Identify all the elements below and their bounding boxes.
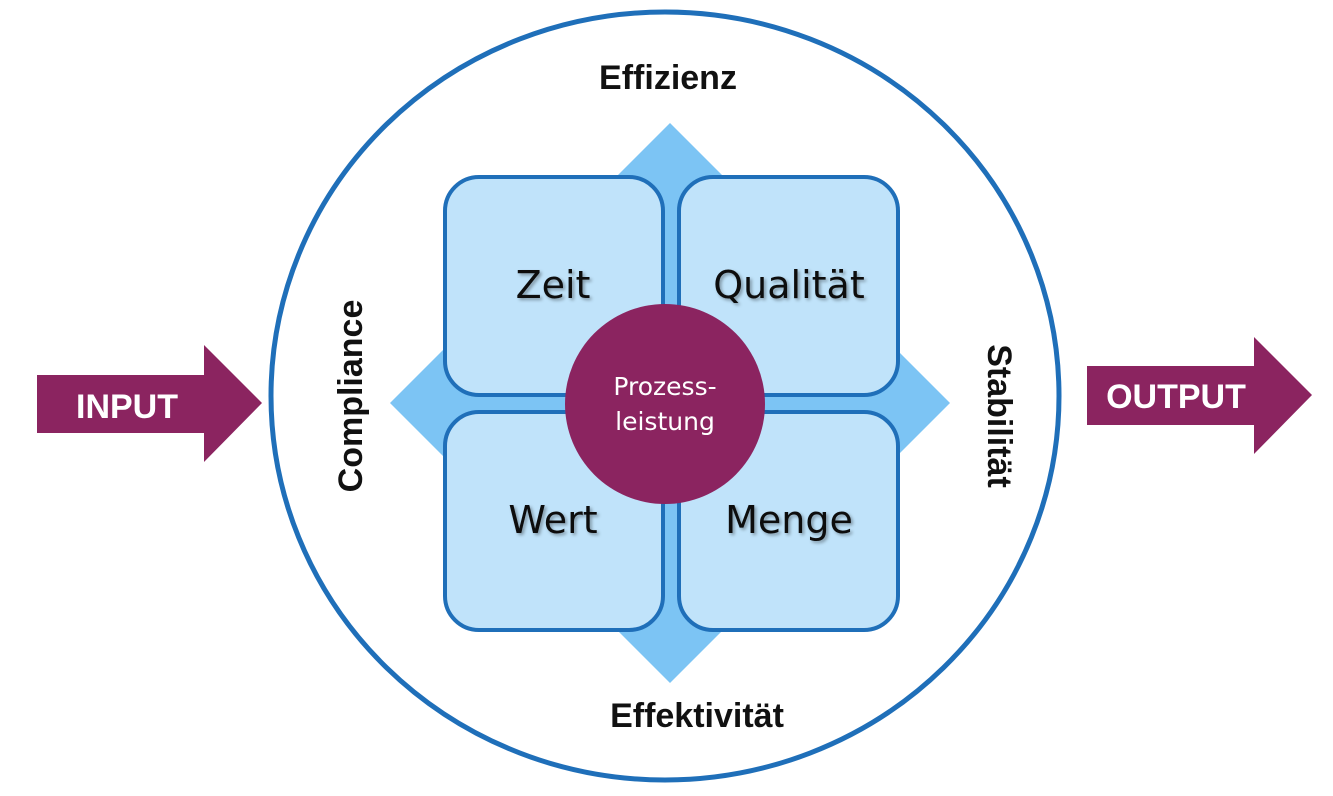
dimension-label-bottom: Effektivität: [610, 697, 784, 735]
input-arrow: INPUT: [37, 345, 262, 462]
dimension-label-top: Effizienz: [599, 59, 737, 97]
quadrant-label-menge: Menge: [725, 498, 853, 542]
center-circle: [565, 304, 765, 504]
output-arrow-shape: [1087, 337, 1312, 454]
dimension-label-right: Stabilität: [980, 344, 1018, 488]
quadrant-label-qualitaet: Qualität: [713, 263, 864, 307]
output-arrow: OUTPUT: [1087, 337, 1312, 454]
center-label-line1: Prozess-: [613, 372, 716, 401]
dimension-label-left: Compliance: [332, 300, 370, 493]
center-label-line2: leistung: [615, 407, 715, 436]
output-label: OUTPUT: [1106, 378, 1246, 416]
input-arrow-shape: [37, 345, 262, 462]
input-label: INPUT: [76, 388, 178, 426]
quadrant-label-zeit: Zeit: [516, 263, 591, 307]
quadrant-label-wert: Wert: [508, 498, 597, 542]
